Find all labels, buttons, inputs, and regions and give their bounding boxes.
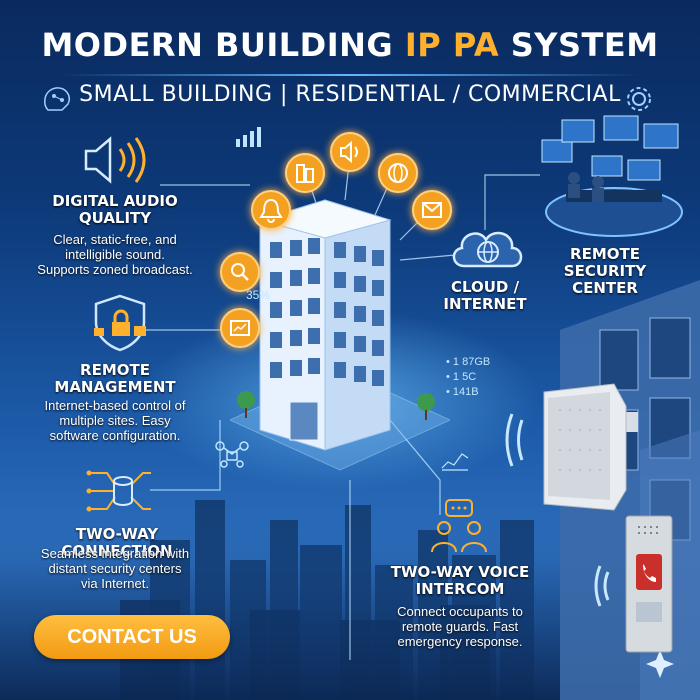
two-way-voice-intercom-desc: Connect occupants to remote guards. Fast… [397, 604, 523, 649]
audio-quality-desc: Clear, static-free, and intelligible sou… [37, 232, 193, 277]
chat-users-icon [431, 499, 487, 553]
two-way-connection-desc: Seamless integration with distant securi… [40, 546, 190, 591]
database-network-icon [86, 470, 151, 512]
search-node [220, 252, 260, 292]
contact-us-button[interactable]: CONTACT US [34, 615, 230, 659]
intercom-panel [594, 515, 673, 653]
stat-line-1: • 1 87GB [446, 356, 491, 368]
mail-node [412, 190, 452, 230]
dashboard-node [220, 308, 260, 348]
drone-icon [215, 441, 249, 468]
two-way-connection-title: TWO-WAY CONNECTION [61, 525, 173, 560]
bell-node [251, 190, 291, 230]
page-subtitle: SMALL BUILDING | RESIDENTIAL / COMMERCIA… [79, 82, 621, 107]
remote-management-title: REMOTE MANAGEMENT [54, 361, 176, 396]
speaker-sound-icon [84, 136, 146, 184]
title-part-2: SYSTEM [499, 26, 659, 64]
audio-quality-title: DIGITAL AUDIO QUALITY [52, 192, 178, 227]
stat-line-3: • 141B [446, 386, 479, 398]
globe-icon [388, 163, 408, 183]
gear-icon [627, 87, 651, 111]
dashboard-icon [230, 320, 250, 336]
remote-management-desc: Internet-based control of multiple sites… [44, 398, 186, 443]
speaker-node [330, 132, 370, 172]
two-way-voice-intercom-title: TWO-WAY VOICE INTERCOM [390, 563, 530, 598]
head-network-icon [43, 87, 70, 111]
title-part-1: MODERN BUILDING [41, 26, 405, 64]
speaker-icon [340, 140, 358, 164]
search-icon [231, 263, 249, 281]
title-divider [60, 74, 640, 76]
percent-stat: 35% [246, 288, 271, 302]
remote-security-center-title: REMOTE SECURITY CENTER [563, 245, 647, 297]
building-node [285, 153, 325, 193]
page-title: MODERN BUILDING IP PA SYSTEM [0, 26, 700, 64]
grid-chart-icon [441, 453, 469, 471]
title-accent: IP PA [404, 26, 500, 64]
cloud-internet-icon [452, 231, 523, 268]
stat-line-2: • 1 5C [446, 371, 477, 383]
central-building [230, 199, 450, 471]
cloud-internet-title: CLOUD / INTERNET [443, 278, 527, 313]
globe-node [378, 153, 418, 193]
bar-chart-icon [236, 127, 261, 147]
shield-lock-icon [94, 294, 146, 352]
security-center-illustration [541, 115, 683, 237]
sparkle-icon [646, 650, 674, 678]
mail-icon [422, 202, 442, 218]
city-icon [296, 164, 314, 183]
wall-pa-speaker [505, 383, 638, 511]
bell-icon [259, 198, 283, 223]
